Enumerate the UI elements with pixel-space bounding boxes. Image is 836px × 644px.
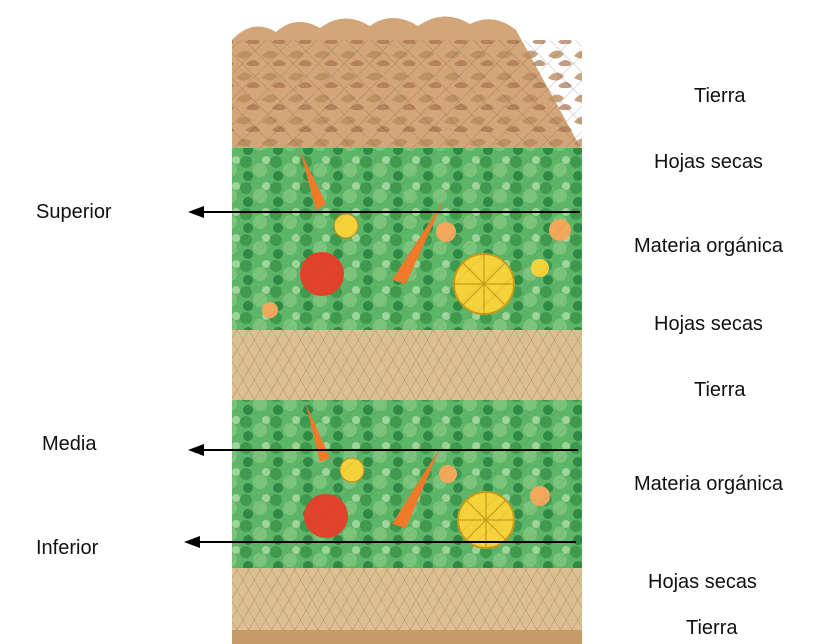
organic-matter-layer-1: [232, 148, 582, 334]
label-media: Media: [42, 434, 96, 454]
soil-layer-top: [232, 16, 582, 150]
label-tierra-1: Tierra: [694, 86, 745, 106]
label-hojas-secas-2: Hojas secas: [654, 314, 763, 334]
label-tierra-2: Tierra: [694, 380, 745, 400]
label-hojas-secas-3: Hojas secas: [648, 572, 757, 592]
organic-matter-layer-2: [232, 400, 582, 572]
label-hojas-secas-1: Hojas secas: [654, 152, 763, 172]
label-materia-organica-2: Materia orgánica: [634, 474, 783, 494]
dry-leaves-layer-1: [232, 330, 582, 400]
label-superior: Superior: [36, 202, 112, 222]
label-materia-organica-1: Materia orgánica: [634, 236, 783, 256]
dry-leaves-layer-2: [232, 568, 582, 644]
label-tierra-3: Tierra: [686, 618, 737, 638]
label-inferior: Inferior: [36, 538, 98, 558]
